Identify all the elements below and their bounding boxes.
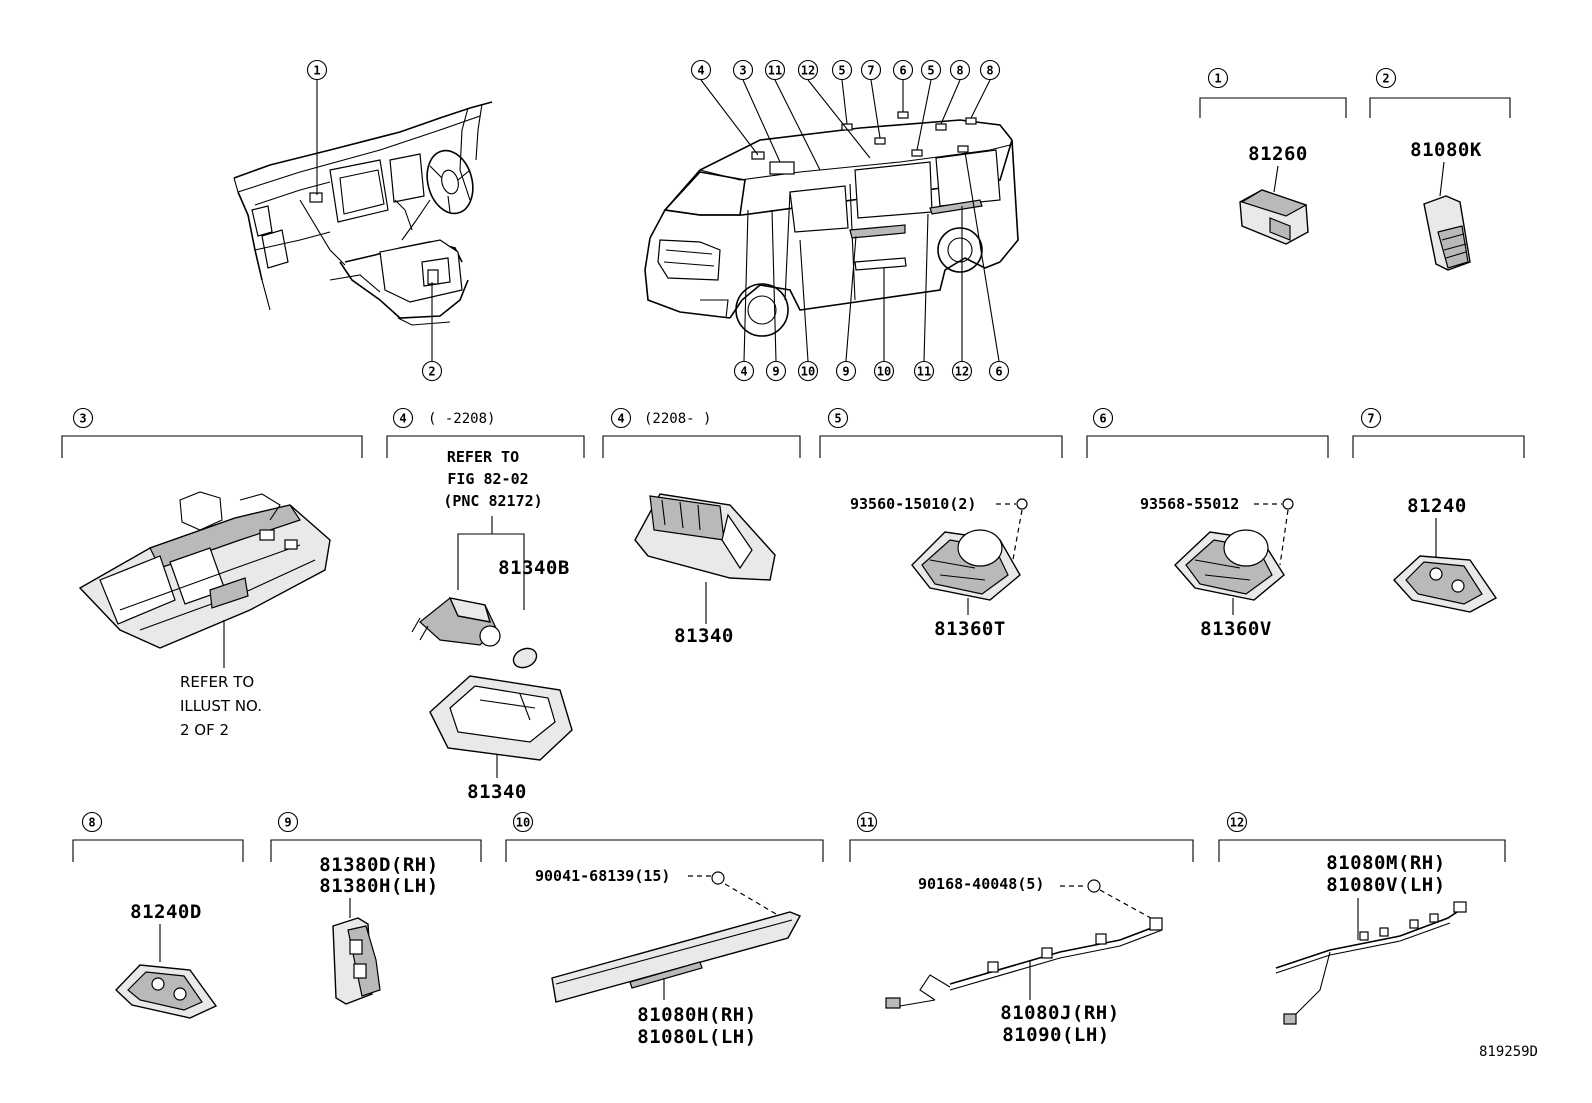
svg-text:8: 8 bbox=[986, 64, 993, 78]
svg-text:5: 5 bbox=[834, 412, 841, 426]
group-4-late: 4 (2208- ) 81340 bbox=[602, 407, 801, 647]
part-81340-late: 81340 bbox=[674, 625, 734, 647]
van-callouts-bottom: 4 9 10 9 10 11 12 6 bbox=[733, 151, 1010, 382]
part-81240: 81240 bbox=[1407, 495, 1467, 517]
svg-text:12: 12 bbox=[955, 365, 969, 379]
svg-text:7: 7 bbox=[867, 64, 874, 78]
group-10: 10 90041-68139(15) 81080H(RH) 81080L(LH) bbox=[505, 811, 824, 1048]
svg-text:93568-55012: 93568-55012 bbox=[1140, 495, 1239, 513]
svg-text:10: 10 bbox=[516, 816, 530, 830]
svg-text:2: 2 bbox=[428, 365, 435, 379]
part-81260: 81260 bbox=[1248, 143, 1308, 165]
part-81080L-LH: 81080L(LH) bbox=[637, 1026, 756, 1048]
part-81340B: 81340B bbox=[498, 557, 570, 579]
group-5: 5 93560-15010(2) 81360T bbox=[819, 407, 1063, 640]
svg-text:11: 11 bbox=[860, 816, 874, 830]
group-6: 6 93568-55012 81360V bbox=[1086, 407, 1329, 640]
svg-text:(2208- ): (2208- ) bbox=[644, 411, 711, 427]
part-81090-LH: 81090(LH) bbox=[1002, 1024, 1109, 1046]
interior-overview-illustration bbox=[233, 101, 493, 326]
svg-text:3: 3 bbox=[79, 412, 86, 426]
svg-text:11: 11 bbox=[768, 64, 782, 78]
svg-text:2 OF 2: 2 OF 2 bbox=[180, 721, 229, 739]
group-2: 2 81080K bbox=[1369, 67, 1511, 271]
svg-text:3: 3 bbox=[739, 64, 746, 78]
svg-text:5: 5 bbox=[838, 64, 845, 78]
group-9: 9 81380D(RH) 81380H(LH) bbox=[270, 811, 482, 1005]
svg-text:12: 12 bbox=[801, 64, 815, 78]
callout-interior-2: 2 bbox=[421, 282, 443, 382]
svg-text:8: 8 bbox=[956, 64, 963, 78]
part-81080K: 81080K bbox=[1410, 139, 1482, 161]
illustration-code: 819259D bbox=[1479, 1044, 1538, 1060]
part-81080H-RH: 81080H(RH) bbox=[637, 1004, 756, 1026]
svg-text:4: 4 bbox=[617, 412, 624, 426]
part-81240D: 81240D bbox=[130, 901, 202, 923]
group-8: 8 81240D bbox=[72, 811, 244, 1019]
svg-text:11: 11 bbox=[917, 365, 931, 379]
svg-text:4: 4 bbox=[399, 412, 406, 426]
svg-text:7: 7 bbox=[1367, 412, 1374, 426]
svg-text:12: 12 bbox=[1230, 816, 1244, 830]
svg-text:4: 4 bbox=[740, 365, 747, 379]
svg-text:(PNC 82172): (PNC 82172) bbox=[443, 492, 542, 510]
svg-text:6: 6 bbox=[995, 365, 1002, 379]
svg-text:90041-68139(15): 90041-68139(15) bbox=[535, 867, 670, 885]
group-3: 3 REFER TO ILLUST NO. 2 OF 2 bbox=[61, 407, 363, 739]
callout-interior-1: 1 bbox=[306, 59, 328, 195]
svg-text:10: 10 bbox=[801, 365, 815, 379]
svg-text:90168-40048(5): 90168-40048(5) bbox=[918, 875, 1044, 893]
svg-text:9: 9 bbox=[772, 365, 779, 379]
part-81360V: 81360V bbox=[1200, 618, 1272, 640]
part-81080J-RH: 81080J(RH) bbox=[1000, 1002, 1119, 1024]
svg-text:10: 10 bbox=[877, 365, 891, 379]
svg-text:REFER TO: REFER TO bbox=[447, 448, 519, 466]
part-81080V-LH: 81080V(LH) bbox=[1326, 874, 1445, 896]
svg-text:8: 8 bbox=[88, 816, 95, 830]
van-overview-illustration bbox=[644, 111, 1019, 337]
part-81080M-RH: 81080M(RH) bbox=[1326, 852, 1445, 874]
svg-text:9: 9 bbox=[284, 816, 291, 830]
svg-text:6: 6 bbox=[899, 64, 906, 78]
svg-text:( -2208): ( -2208) bbox=[428, 411, 495, 427]
svg-text:1: 1 bbox=[313, 64, 320, 78]
svg-text:9: 9 bbox=[842, 365, 849, 379]
svg-text:ILLUST NO.: ILLUST NO. bbox=[180, 697, 262, 715]
svg-text:REFER TO: REFER TO bbox=[180, 673, 254, 691]
part-81340-early: 81340 bbox=[467, 781, 527, 803]
van-callouts-top: 4 3 11 12 5 7 6 5 8 8 bbox=[690, 59, 1001, 171]
svg-text:6: 6 bbox=[1099, 412, 1106, 426]
part-81380H-LH: 81380H(LH) bbox=[319, 875, 438, 897]
svg-text:2: 2 bbox=[1382, 72, 1389, 86]
group-12: 12 81080M(RH) 81080V(LH) bbox=[1218, 811, 1506, 1025]
part-81360T: 81360T bbox=[934, 618, 1006, 640]
group-7: 7 81240 bbox=[1352, 407, 1525, 613]
svg-text:5: 5 bbox=[927, 64, 934, 78]
part-81380D-RH: 81380D(RH) bbox=[319, 854, 438, 876]
group-1: 1 81260 bbox=[1199, 67, 1347, 245]
group-4-early: 4 ( -2208) REFER TO FIG 82-02 (PNC 82172… bbox=[386, 407, 585, 803]
svg-text:1: 1 bbox=[1214, 72, 1221, 86]
group-11: 11 90168-40048(5) 81080J(RH) 81090(LH) bbox=[849, 811, 1194, 1046]
svg-text:4: 4 bbox=[697, 64, 704, 78]
svg-text:93560-15010(2): 93560-15010(2) bbox=[850, 495, 976, 513]
svg-text:FIG 82-02: FIG 82-02 bbox=[447, 470, 528, 488]
